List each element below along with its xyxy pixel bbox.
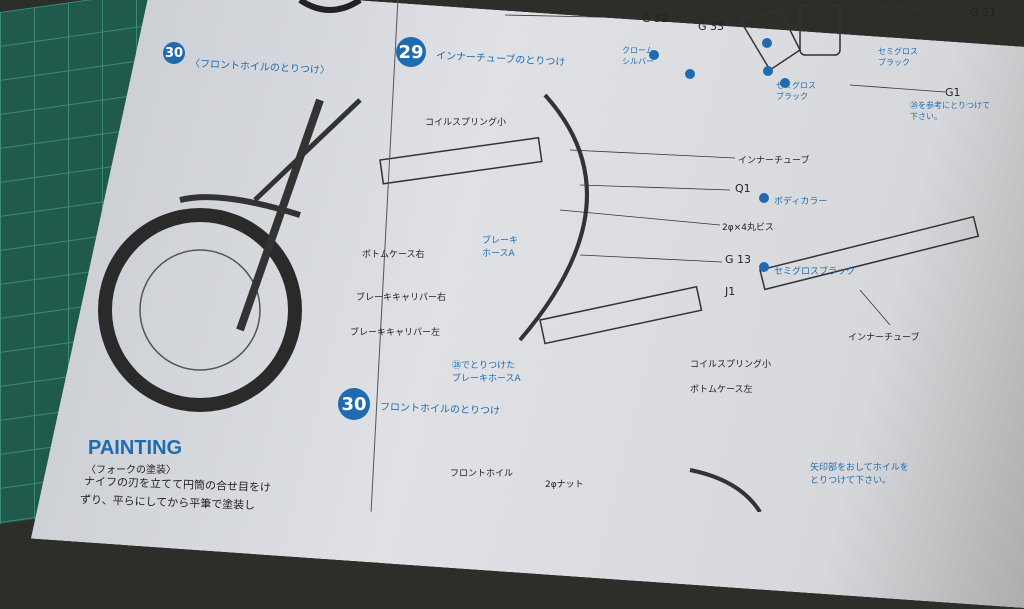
part-label-j1: J1 [725,285,736,298]
fork-leg [236,98,324,332]
color-label: セミグロス ブラック [878,47,918,67]
step-number-badge: 30 [163,42,185,64]
color-label: セミグロスブラック [774,267,856,277]
right-fork [379,136,543,185]
part-label-g13: G 13 [725,253,752,266]
step-number-badge: 30 [338,388,370,420]
label: ㉘でとりつけた ブレーキホースA [452,361,521,384]
step-number-badge: 29 [396,37,426,67]
part-label-g31: G 31 [970,6,997,19]
part-label-g33: G 33 [698,20,725,33]
front-tire [98,208,302,412]
label: ブレーキキャリパー左 [350,328,441,338]
label: インナーチューブ [738,156,810,166]
label: ブレーキ ホースA [482,236,519,259]
painting-subheading: 〈フォークの塗装〉 [86,465,176,476]
part-label-q1: Q1 [735,182,751,195]
label: コイルスプリング小 [690,360,772,370]
left-fork [539,285,703,345]
label: インナーチューブ [848,333,920,343]
note: 矢印部をおしてホイルを とりつけて下さい。 [810,463,909,486]
label: フロントホイル [450,469,514,479]
inner-tube [759,215,980,291]
label: ボトムケース左 [690,385,753,395]
label: コイルスプリング小 [425,118,507,128]
fender [518,93,589,342]
label: ボトムケース右 [362,250,425,260]
label: 2φ×4丸ビス [722,223,774,233]
color-label: クローム シルバー [622,46,654,66]
label: 2φナット [545,480,584,490]
part-label-g1: G1 [945,86,961,99]
part-label-g32: G 32 [642,12,669,25]
note: ㉘を参考にとりつけて下さい。 [910,101,991,121]
parts-illustration [98,0,980,412]
brake-disc [139,249,261,371]
label: ブレーキキャリパー右 [356,293,447,303]
color-label: ボディカラー [774,197,828,207]
painting-heading: PAINTING [88,437,183,459]
color-label: セミグロス ブラック [776,81,816,101]
